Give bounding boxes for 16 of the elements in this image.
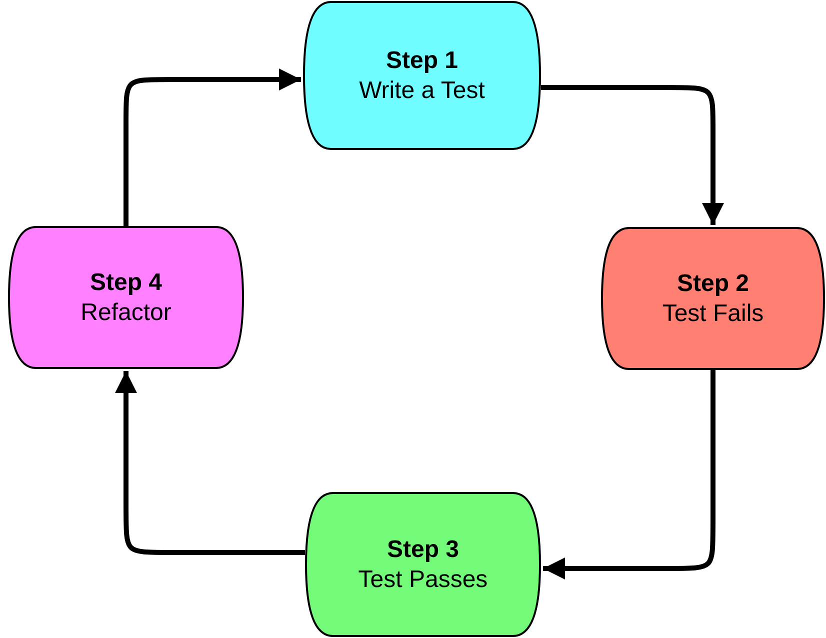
arrow bbox=[124, 68, 301, 226]
process-box bbox=[305, 492, 541, 637]
process-box bbox=[303, 1, 541, 150]
arrow bbox=[543, 370, 716, 580]
step-heading: Step 2 bbox=[676, 268, 750, 298]
step-heading: Step 3 bbox=[386, 534, 460, 564]
step-label: Test Passes bbox=[358, 564, 488, 594]
step-label: Refactor bbox=[80, 298, 172, 328]
step-label: Write a Test bbox=[359, 76, 485, 106]
arrow bbox=[115, 371, 305, 555]
process-box bbox=[8, 226, 244, 369]
arrow bbox=[541, 85, 724, 225]
process-box bbox=[601, 227, 825, 370]
step-heading: Step 1 bbox=[386, 46, 458, 76]
step-label: Test Fails bbox=[662, 298, 764, 328]
step-heading: Step 4 bbox=[90, 268, 162, 298]
